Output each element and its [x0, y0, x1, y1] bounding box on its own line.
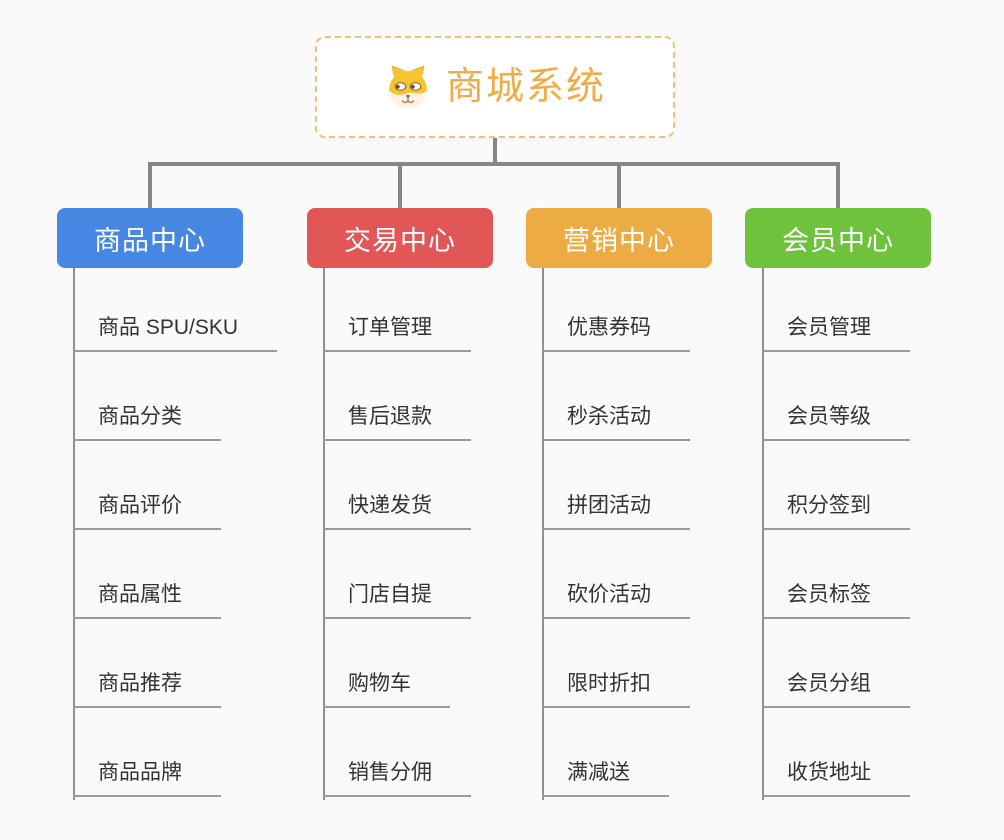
leaf-node[interactable]: 商品评价 — [73, 490, 221, 530]
connector-horizontal — [148, 162, 840, 166]
leaf-node[interactable]: 销售分佣 — [323, 757, 471, 797]
leaf-column-product: 商品 SPU/SKU 商品分类 商品评价 商品属性 商品推荐 商品品牌 — [73, 268, 278, 797]
trunk-line-product — [73, 268, 75, 800]
leaf-node[interactable]: 会员管理 — [762, 312, 910, 352]
root-node-mall-system[interactable]: 商城系统 — [315, 36, 675, 138]
leaf-node[interactable]: 限时折扣 — [542, 668, 690, 708]
leaf-node[interactable]: 拼团活动 — [542, 490, 690, 530]
root-title: 商城系统 — [445, 66, 606, 108]
leaf-node[interactable]: 收货地址 — [762, 757, 910, 797]
leaf-node[interactable]: 积分签到 — [762, 490, 910, 530]
leaf-node[interactable]: 砍价活动 — [542, 579, 690, 619]
trunk-line-marketing — [542, 268, 544, 800]
connector-stub-marketing — [617, 164, 621, 210]
connector-stub-member — [836, 164, 840, 210]
leaf-node[interactable]: 商品分类 — [73, 401, 221, 441]
branch-label: 交易中心 — [344, 225, 456, 256]
leaf-column-marketing: 优惠券码 秒杀活动 拼团活动 砍价活动 限时折扣 满减送 — [542, 268, 690, 797]
leaf-node[interactable]: 秒杀活动 — [542, 401, 690, 441]
branch-node-marketing-center[interactable]: 营销中心 — [526, 208, 712, 268]
leaf-node[interactable]: 商品属性 — [73, 579, 221, 619]
leaf-node[interactable]: 售后退款 — [323, 401, 471, 441]
leaf-node[interactable]: 会员等级 — [762, 401, 910, 441]
branch-label: 商品中心 — [94, 225, 206, 256]
branch-node-member-center[interactable]: 会员中心 — [745, 208, 931, 268]
leaf-node[interactable]: 商品品牌 — [73, 757, 221, 797]
leaf-node[interactable]: 购物车 — [323, 668, 450, 708]
trunk-line-member — [762, 268, 764, 800]
leaf-node[interactable]: 门店自提 — [323, 579, 471, 619]
leaf-node[interactable]: 商品推荐 — [73, 668, 221, 708]
dog-face-icon — [388, 65, 427, 109]
branch-node-trade-center[interactable]: 交易中心 — [307, 208, 493, 268]
leaf-node[interactable]: 满减送 — [542, 757, 669, 797]
branch-label: 会员中心 — [782, 225, 894, 256]
leaf-column-trade: 订单管理 售后退款 快递发货 门店自提 购物车 销售分佣 — [323, 268, 471, 797]
connector-root-vertical — [493, 136, 497, 166]
branch-node-product-center[interactable]: 商品中心 — [57, 208, 243, 268]
branch-label: 营销中心 — [563, 225, 675, 256]
connector-stub-trade — [398, 164, 402, 210]
leaf-node[interactable]: 快递发货 — [323, 490, 471, 530]
leaf-node[interactable]: 会员标签 — [762, 579, 910, 619]
connector-stub-product — [148, 164, 152, 210]
leaf-node[interactable]: 订单管理 — [323, 312, 471, 352]
leaf-node[interactable]: 会员分组 — [762, 668, 910, 708]
leaf-column-member: 会员管理 会员等级 积分签到 会员标签 会员分组 收货地址 — [762, 268, 910, 797]
leaf-node[interactable]: 商品 SPU/SKU — [73, 312, 278, 352]
trunk-line-trade — [323, 268, 325, 800]
leaf-node[interactable]: 优惠券码 — [542, 312, 690, 352]
